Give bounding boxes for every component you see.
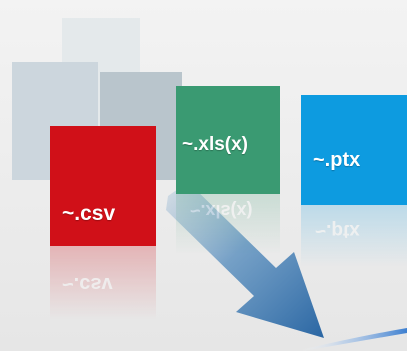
ptx-reflection-label: ~.ptx [315,220,360,241]
csv-card: ~.csv [50,126,156,246]
csv-card-reflection: ~.csv [50,246,156,320]
bottom-accent-stroke [300,328,407,351]
xls-reflection-label: ~.xls(x) [190,201,253,221]
ptx-card-reflection: ~.ptx [301,205,407,267]
csv-card-label: ~.csv [62,202,116,225]
ptx-card: ~.ptx [301,95,407,205]
csv-reflection-label: ~.csv [62,273,113,295]
xls-card-reflection: ~.xls(x) [176,194,280,254]
xls-card-label: ~.xls(x) [182,134,249,155]
ptx-card-label: ~.ptx [313,149,361,171]
xls-card: ~.xls(x) [176,86,280,194]
arrow-shape [166,182,324,338]
